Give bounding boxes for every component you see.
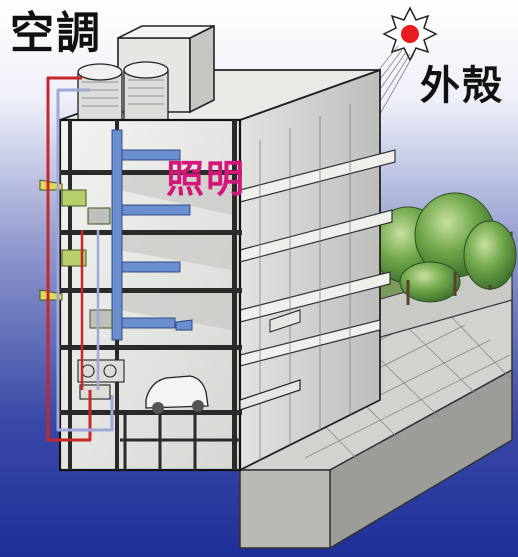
label-lighting: 照明 xyxy=(166,156,247,201)
label-air-conditioning: 空調 xyxy=(10,8,102,59)
tree-icon xyxy=(371,192,517,305)
chilled-water-pipes xyxy=(46,76,114,442)
cooling-tower-icon xyxy=(77,61,169,121)
label-building-envelope: 外殻 xyxy=(420,62,504,109)
sun-icon xyxy=(382,6,438,62)
car-icon xyxy=(145,375,209,414)
entrance-canopy xyxy=(239,309,301,411)
air-ducts xyxy=(111,129,193,341)
building-side-facade xyxy=(239,68,396,472)
air-handling-units xyxy=(39,179,113,329)
chiller-icon xyxy=(77,359,125,400)
